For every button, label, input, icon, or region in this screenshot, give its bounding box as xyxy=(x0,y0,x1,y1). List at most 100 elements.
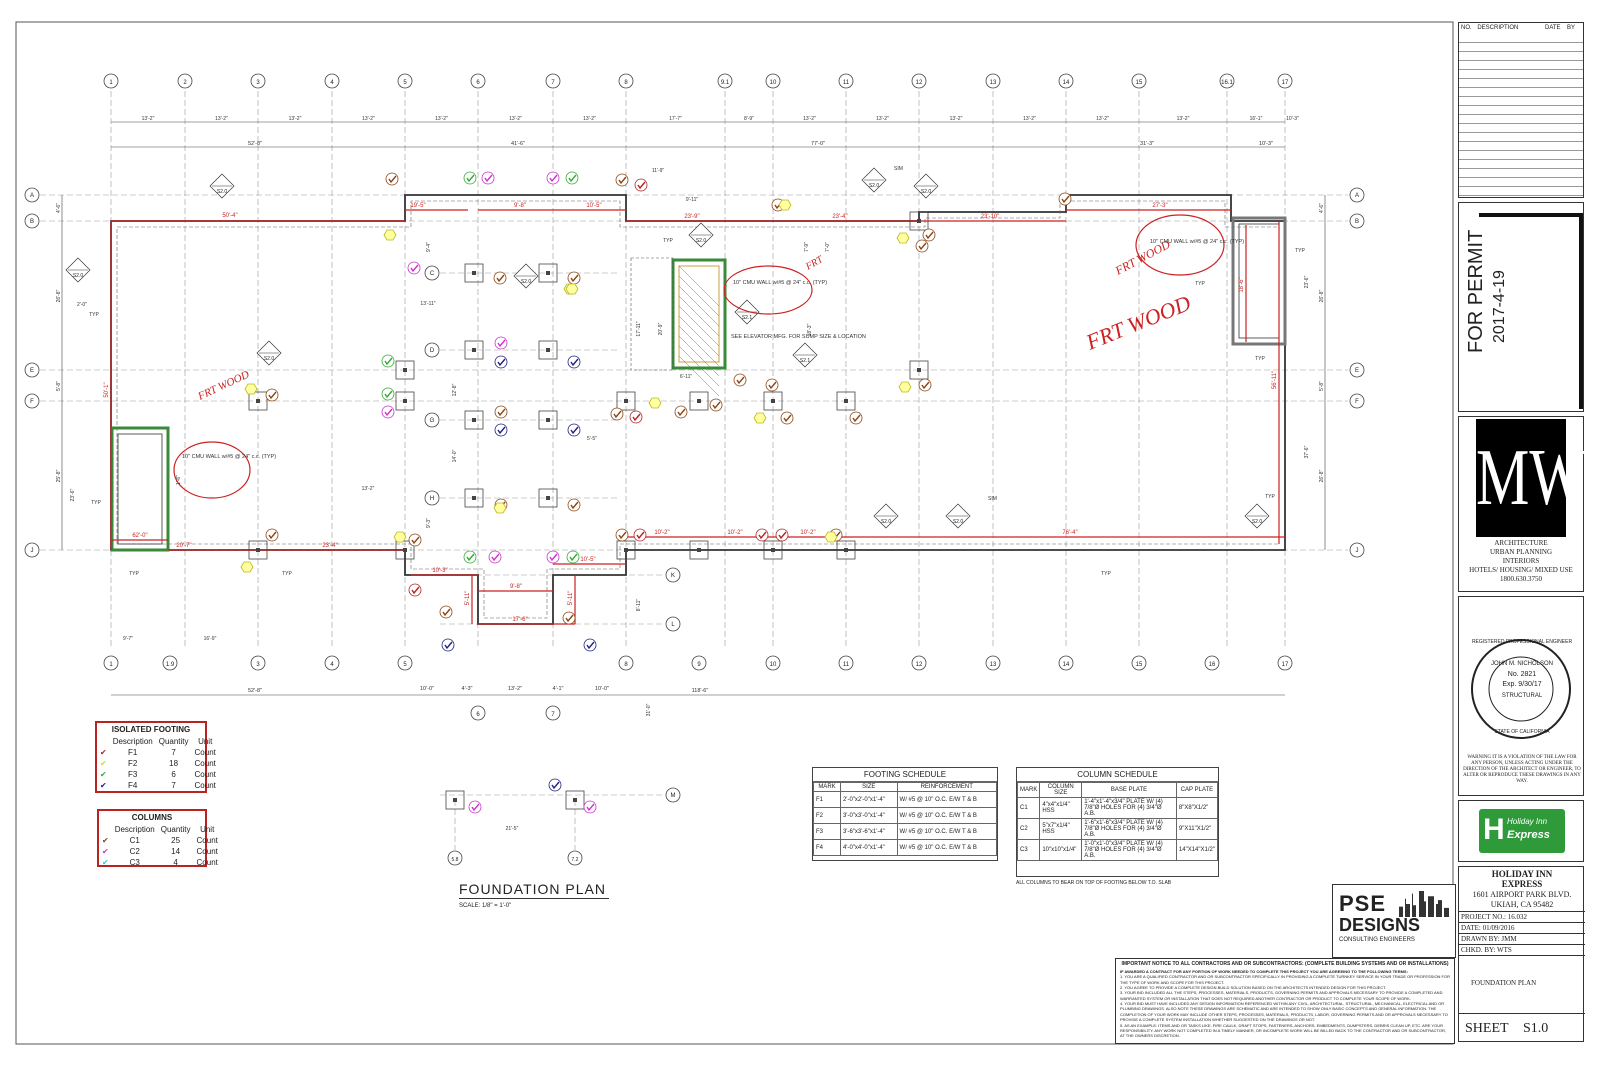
dimension-label: 16'-1" xyxy=(1250,116,1263,122)
dimension-label: 13'-2" xyxy=(215,116,228,122)
takeoff-marker-icon xyxy=(775,528,789,542)
grid-bubble xyxy=(24,362,40,378)
dimension-label: 9'-3" xyxy=(426,518,432,528)
grid-label: 7.2 xyxy=(572,857,579,863)
red-dimension-label: 5'-11" xyxy=(568,591,574,606)
grid-bubble xyxy=(103,655,119,671)
check-icon xyxy=(549,174,558,183)
iso-header-qty: Quantity xyxy=(158,737,189,746)
red-dimension-label: 50'-4" xyxy=(222,213,237,219)
dimension-label: 13'-2" xyxy=(509,116,522,122)
takeoff-marker-icon xyxy=(567,355,581,369)
column-marker xyxy=(844,548,848,552)
column-marker xyxy=(546,496,550,500)
footing-schedule: FOOTING SCHEDULE MARK SIZE REINFORCEMENT… xyxy=(812,767,998,861)
project-block: HOLIDAY INN EXPRESS 1601 AIRPORT PARK BL… xyxy=(1458,866,1585,1042)
fs-size: 4'-0"x4'-0"x1'-4" xyxy=(839,839,898,856)
column-schedule-table: MARK COLUMN SIZE BASE PLATE CAP PLATE C1… xyxy=(1016,782,1219,861)
dimension-label: 6'-11" xyxy=(680,374,693,380)
footing-square xyxy=(464,340,484,360)
footing-tag-icon xyxy=(648,397,662,409)
grid-label: 10 xyxy=(770,80,777,86)
columns-legend: COLUMNS Description Quantity Unit ✔ C1 2… xyxy=(97,809,218,867)
grid-bubble xyxy=(1349,213,1365,229)
column-marker xyxy=(624,399,628,403)
dimension-label: 10'-0" xyxy=(420,686,434,692)
grid-bubble xyxy=(665,787,681,803)
footing-square xyxy=(763,391,783,411)
dimension-label: 13'-2" xyxy=(950,116,963,122)
grid-bubble xyxy=(665,616,681,632)
takeoff-marker-icon xyxy=(849,411,863,425)
seal-name: JOHN M. NICHOLSON xyxy=(1490,661,1553,667)
check-icon xyxy=(549,553,558,562)
takeoff-marker-icon xyxy=(548,778,562,792)
grid-bubble xyxy=(324,73,340,89)
table-row: ✔ C3 4 Count xyxy=(99,857,221,868)
dimension-label: 52'-8" xyxy=(248,688,262,694)
contractor-notice: IMPORTANT NOTICE TO ALL CONTRACTORS AND … xyxy=(1115,958,1455,1044)
grid-bubble xyxy=(424,412,440,428)
check-icon xyxy=(411,536,420,545)
iso-row-qty: 7 xyxy=(171,781,176,790)
check-icon: ✔ xyxy=(100,748,107,757)
notice-line: 5. AS AN EXAMPLE: ITEMS AND OR TASKS LIK… xyxy=(1120,1022,1446,1039)
footing-tag-icon xyxy=(240,561,254,573)
grid-label: K xyxy=(671,573,675,579)
section-label: S2.0 xyxy=(953,519,964,525)
cs-size: 4"x4"x1/4" HSS xyxy=(1039,797,1083,819)
table-row: F3 3'-6"x3'-6"x1'-4" W/ #5 @ 10" O.C. E/… xyxy=(813,823,998,840)
typ-label: TYP xyxy=(282,571,292,577)
iso-row-mark: F3 xyxy=(128,770,138,779)
rev-no-header: NO. xyxy=(1461,25,1472,31)
rev-desc-header: DESCRIPTION xyxy=(1477,25,1519,31)
grid-bubble xyxy=(324,655,340,671)
takeoff-marker-icon xyxy=(463,550,477,564)
column-marker xyxy=(472,418,476,422)
check-icon xyxy=(268,391,277,400)
footing-tag-icon xyxy=(244,383,258,395)
col-row-unit: Count xyxy=(196,836,218,845)
dimension-label: 13'-2" xyxy=(508,686,522,692)
column-marker xyxy=(256,399,260,403)
cs-base: 1'-4"x1'-4"x3/4" PLATE W/ (4) 7/8"Ø HOLE… xyxy=(1081,797,1177,819)
col-row-qty: 4 xyxy=(173,858,178,867)
table-row: ✔ C2 14 Count xyxy=(99,846,221,857)
check-icon xyxy=(268,531,277,540)
grid-label: M xyxy=(671,793,676,799)
notice-line: 4. YOUR BID MUST HAVE INCLUDED ANY DESIG… xyxy=(1120,1001,1448,1023)
dimension-label: 16'-9" xyxy=(204,636,217,642)
check-icon xyxy=(410,264,419,273)
elevator-note: SEE ELEVATOR MFG. FOR SUMP SIZE & LOCATI… xyxy=(731,334,866,340)
cs-header-cap: CAP PLATE xyxy=(1175,782,1219,798)
cs-mark: C2 xyxy=(1016,818,1041,840)
check-icon xyxy=(388,175,397,184)
takeoff-marker-icon xyxy=(381,405,395,419)
check-icon xyxy=(586,803,595,812)
check-icon xyxy=(613,410,622,419)
takeoff-marker-icon xyxy=(494,336,508,350)
takeoff-marker-icon xyxy=(567,423,581,437)
elevator-hatch xyxy=(678,335,720,377)
engineer-logo-line3: CONSULTING ENGINEERS xyxy=(1339,937,1415,943)
check-icon xyxy=(636,531,645,540)
grid-bubble xyxy=(424,342,440,358)
check-icon xyxy=(778,531,787,540)
grid-bubble xyxy=(838,655,854,671)
grid-bubble xyxy=(911,73,927,89)
check-icon xyxy=(466,553,475,562)
grid-bubble xyxy=(618,73,634,89)
dimension-label: 14'-0" xyxy=(452,449,458,462)
takeoff-marker-icon xyxy=(407,261,421,275)
grid-label: 12 xyxy=(916,80,923,86)
grid-label: A xyxy=(30,193,34,199)
iso-row-mark: F1 xyxy=(128,748,138,757)
iso-row-unit: Count xyxy=(194,748,216,757)
takeoff-marker-icon xyxy=(468,800,482,814)
grid-label: 15 xyxy=(1136,80,1143,86)
takeoff-marker-icon xyxy=(615,528,629,542)
cmu-note-3: 10" CMU WALL w/#5 @ 24" c.c. (TYP) xyxy=(1150,239,1244,245)
takeoff-marker-icon xyxy=(755,528,769,542)
grid-bubble xyxy=(765,655,781,671)
footing-square xyxy=(538,410,558,430)
